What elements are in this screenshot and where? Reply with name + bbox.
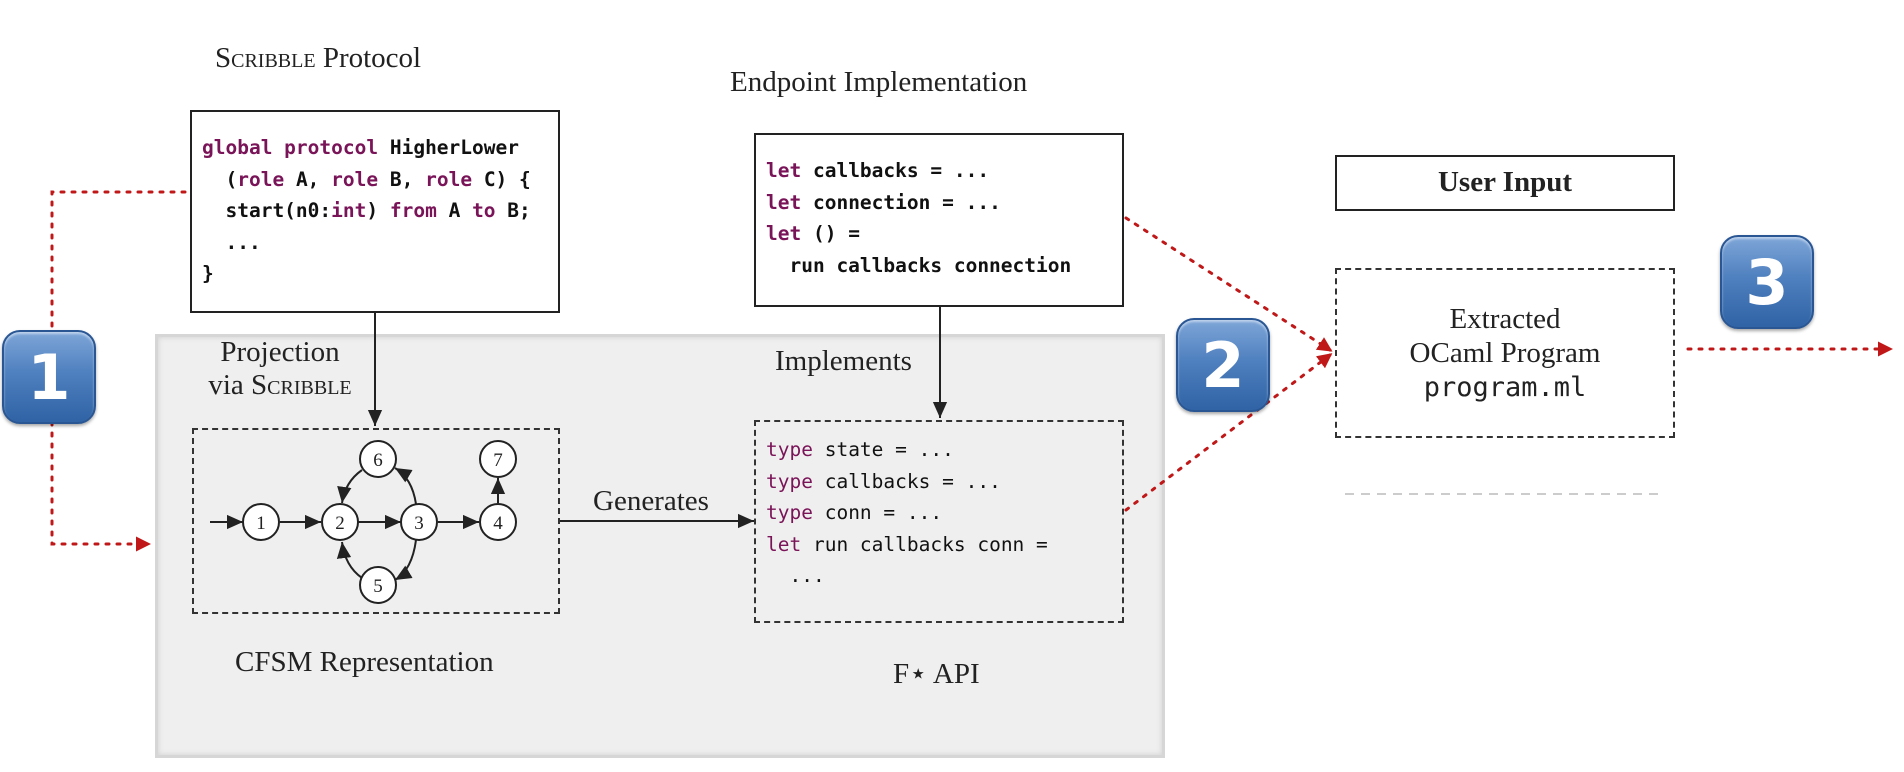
fstar-pipeline-panel xyxy=(155,334,1165,758)
extracted-filename: program.ml xyxy=(1423,371,1587,403)
endpoint-line-4: run callbacks connection xyxy=(766,253,1072,277)
fstar-line-5: ... xyxy=(766,564,825,587)
step-badge-2: 2 xyxy=(1176,318,1270,412)
cfsm-representation-label: CFSM Representation xyxy=(235,646,494,678)
cfsm-edge-3-5 xyxy=(394,539,417,581)
step-badge-1: 1 xyxy=(2,330,96,424)
fstar-api-box: type state = ... type callbacks = ... ty… xyxy=(754,420,1124,623)
cfsm-node-3 xyxy=(400,503,438,541)
fstar-line-2: type callbacks = ... xyxy=(766,469,1001,493)
fstar-code: type state = ... type callbacks = ... ty… xyxy=(766,434,1122,592)
generates-label: Generates xyxy=(593,485,709,517)
scribble-line-3: start(n0:int) from A to B; xyxy=(202,199,531,222)
cfsm-node-1 xyxy=(242,503,280,541)
cfsm-node-label-2: 2 xyxy=(335,513,345,534)
cfsm-node-label-5: 5 xyxy=(373,576,383,597)
cfsm-node-label-1: 1 xyxy=(256,513,266,534)
cfsm-node-label-3: 3 xyxy=(414,513,424,534)
scribble-protocol-title: Scribble Protocol xyxy=(215,42,422,74)
cfsm-node-2 xyxy=(321,503,359,541)
cfsm-edge-3-6 xyxy=(394,467,417,505)
cfsm-node-5 xyxy=(359,566,397,604)
scribble-line-2: (role A, role B, role C) { xyxy=(202,167,531,191)
step-badge-3: 3 xyxy=(1720,235,1814,329)
red-path-2b xyxy=(1124,353,1333,512)
scribble-code: global protocol HigherLower (role A, rol… xyxy=(202,132,558,290)
endpoint-line-1: let callbacks = ... xyxy=(766,159,990,182)
user-input-box: User Input xyxy=(1335,155,1675,211)
cfsm-box xyxy=(192,428,560,614)
extracted-program-box: Extracted OCaml Program program.ml xyxy=(1335,268,1675,438)
extracted-line-2: OCaml Program xyxy=(1409,336,1601,369)
cfsm-node-6 xyxy=(359,440,397,478)
endpoint-line-2: let connection = ... xyxy=(766,190,1001,214)
fstar-line-4: let run callbacks conn = xyxy=(766,532,1048,556)
endpoint-line-3: let () = xyxy=(766,222,860,245)
scribble-code-box: global protocol HigherLower (role A, rol… xyxy=(190,110,560,313)
scribble-line-1: global protocol HigherLower xyxy=(202,136,519,159)
scribble-line-5: } xyxy=(202,262,214,285)
fstar-line-1: type state = ... xyxy=(766,438,954,461)
cfsm-node-label-7: 7 xyxy=(493,450,503,471)
cfsm-node-label-4: 4 xyxy=(493,513,503,534)
endpoint-implementation-title: Endpoint Implementation xyxy=(730,66,1028,98)
endpoint-code: let callbacks = ... let connection = ...… xyxy=(766,155,1122,281)
cfsm-nodes xyxy=(242,440,517,604)
user-input-label: User Input xyxy=(1437,166,1573,199)
projection-label: Projection via Scribble xyxy=(208,336,352,402)
cfsm-edge-6-2 xyxy=(337,469,363,504)
cfsm-edge-5-2 xyxy=(336,541,363,579)
cfsm-graph xyxy=(210,467,506,581)
red-path-2a xyxy=(1124,216,1333,352)
cfsm-node-4 xyxy=(479,503,517,541)
endpoint-code-box: let callbacks = ... let connection = ...… xyxy=(754,133,1124,307)
extracted-line-1: Extracted xyxy=(1449,303,1561,336)
cfsm-node-label-6: 6 xyxy=(373,450,383,471)
fstar-line-3: type conn = ... xyxy=(766,501,943,524)
fstar-api-label: F⋆ API xyxy=(893,658,980,690)
cfsm-node-7 xyxy=(479,440,517,478)
scribble-line-4: ... xyxy=(202,230,261,254)
implements-label: Implements xyxy=(775,345,912,377)
